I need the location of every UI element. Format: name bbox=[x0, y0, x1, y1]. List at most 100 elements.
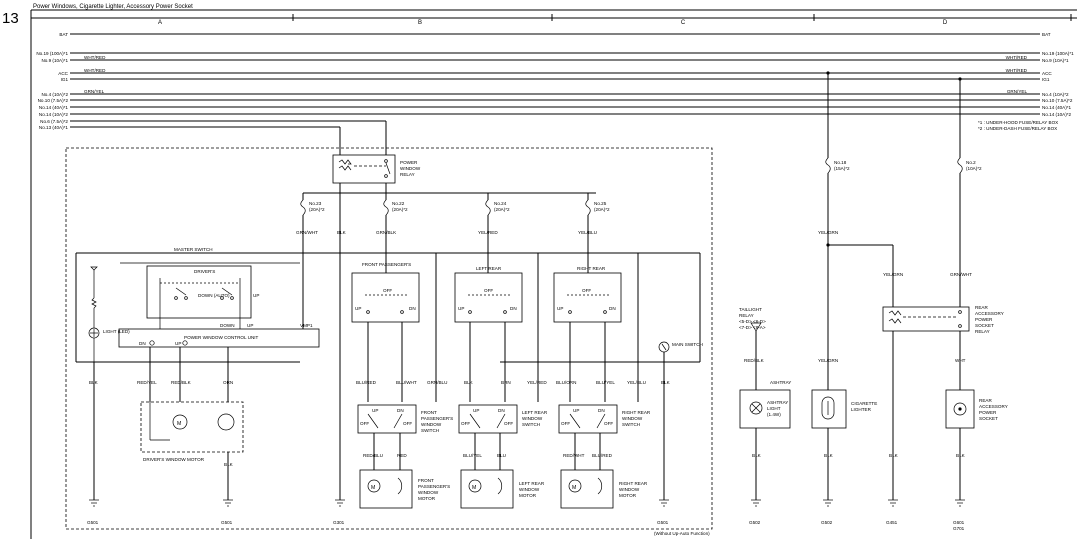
relay-label: RELAY bbox=[975, 329, 990, 334]
group-label: FRONT PASSENGER'S bbox=[362, 262, 411, 267]
wire-color-label: BLU/RED bbox=[356, 380, 377, 385]
dn-terminal: DN bbox=[139, 341, 146, 346]
bus-label: No.10 (7.5A)*2 bbox=[1042, 98, 1073, 103]
motor-symbol: M bbox=[472, 485, 476, 491]
wire-color-label: WHT/RED bbox=[1006, 55, 1028, 60]
motor-label: PASSENGER'S bbox=[418, 484, 450, 489]
switch-label: PASSENGER'S bbox=[421, 416, 453, 421]
bus-label: ACC bbox=[58, 71, 68, 76]
bus-wire-colors: WHT/RED WHT/RED GRN/YEL WHT/RED WHT/RED … bbox=[84, 55, 1028, 94]
column-label: A bbox=[158, 20, 162, 26]
ground-symbol: G601 G701 bbox=[953, 499, 965, 531]
front-passenger-window-motor: M FRONT PASSENGER'S WINDOW MOTOR bbox=[359, 469, 450, 509]
switch-label: SWITCH bbox=[522, 422, 540, 427]
bus-label: No.19 (100A)*1 bbox=[1042, 51, 1074, 56]
dn-label: DN bbox=[409, 306, 416, 311]
socket-label: ACCESSORY bbox=[979, 404, 1008, 409]
dn-label: DN bbox=[609, 306, 616, 311]
master-switch: MASTER SWITCH DRIVER'S DOWN (AUTO) UP DO… bbox=[75, 247, 701, 363]
ground-label: G701 bbox=[953, 526, 965, 531]
column-label: B bbox=[418, 20, 422, 26]
up-label: UP bbox=[473, 408, 479, 413]
switch-label: SWITCH bbox=[421, 428, 439, 433]
up-label: UP bbox=[573, 408, 579, 413]
wire-color-label: BLK bbox=[956, 453, 966, 458]
up-label: UP bbox=[458, 306, 464, 311]
rear-accessory-socket: REAR ACCESSORY POWER SOCKET bbox=[945, 389, 1008, 429]
motor-label: FRONT bbox=[418, 478, 434, 483]
ashtray-label: (1.4W) bbox=[767, 412, 781, 417]
front-passenger-window-switch: UP DN OFF OFF FRONT PASSENGER'S WINDOW S… bbox=[357, 404, 453, 434]
page-number: 13 bbox=[2, 10, 19, 27]
wire-color-label: BLK bbox=[224, 462, 234, 467]
up-label: UP bbox=[355, 306, 361, 311]
switch-label: WINDOW bbox=[421, 422, 442, 427]
motor-label: MOTOR bbox=[418, 496, 436, 501]
taillight-label: <5-D> <6-D> bbox=[739, 319, 766, 324]
group-label: RIGHT REAR bbox=[577, 266, 606, 271]
switch-group-front-passenger: FRONT PASSENGER'S OFF UP DN bbox=[351, 262, 420, 323]
wire-color-label: RED/WHT bbox=[563, 453, 585, 458]
bus-label: No.4 (10A)*2 bbox=[1042, 92, 1069, 97]
wire-color-label: YEL/RED bbox=[527, 380, 547, 385]
up-terminal: UP bbox=[175, 341, 181, 346]
fuse-24: No.24 (20A)*2 bbox=[485, 193, 510, 225]
off-label: OFF bbox=[383, 288, 392, 293]
power-window-relay: POWER WINDOW RELAY bbox=[332, 154, 421, 184]
wire-color-label: WHT bbox=[955, 358, 966, 363]
power-window-system-enclosure bbox=[65, 147, 713, 530]
taillight-label: RELAY bbox=[739, 313, 754, 318]
wire-color-label: YEL/BLU bbox=[627, 380, 646, 385]
motor-label: WINDOW bbox=[519, 487, 540, 492]
off-label: OFF bbox=[360, 421, 369, 426]
left-rear-window-switch: UP DN OFF OFF LEFT REAR WINDOW SWITCH bbox=[458, 404, 548, 434]
off-label: OFF bbox=[582, 288, 591, 293]
fuse-rating: (20A)*2 bbox=[392, 207, 408, 212]
main-switch-label: MAIN SWITCH bbox=[672, 342, 703, 347]
wire-color-label: RED/BLK bbox=[171, 380, 192, 385]
switch-label: SWITCH bbox=[622, 422, 640, 427]
wire-color-label: GRN/BLK bbox=[376, 230, 397, 235]
wire-color-label: YEL/GRN bbox=[818, 230, 838, 235]
bus-label: BAT bbox=[1042, 32, 1051, 37]
dn-label: DN bbox=[598, 408, 605, 413]
wire-color-label: GRN/BLU bbox=[427, 380, 447, 385]
motor-label: MOTOR bbox=[619, 493, 637, 498]
wire-color-label: BLK bbox=[889, 453, 899, 458]
ground-symbol: G502 bbox=[749, 499, 761, 525]
ground-symbol: G501 bbox=[87, 499, 99, 525]
switch-label: WINDOW bbox=[622, 416, 643, 421]
bus-labels-right: BAT No.19 (100A)*1 No.9 (10A)*1 ACC IG1 … bbox=[1042, 32, 1074, 117]
relay-label: POWER bbox=[975, 317, 993, 322]
ground-label: G502 bbox=[749, 520, 761, 525]
wire-color-label: BLU/WHT bbox=[396, 380, 417, 385]
wire-color-label: WHT/RED bbox=[84, 55, 106, 60]
wire-color-label: BLU/ORN bbox=[556, 380, 576, 385]
right-rear-window-motor: M RIGHT REAR WINDOW MOTOR bbox=[560, 469, 648, 509]
fuse-rating: (15A)*2 bbox=[834, 166, 850, 171]
wire-color-label: RED/BLU bbox=[363, 453, 383, 458]
motor-label: WINDOW bbox=[418, 490, 439, 495]
motor-symbol: M bbox=[177, 421, 181, 427]
relay-label: WINDOW bbox=[400, 166, 421, 171]
wire-color-label: BLK bbox=[89, 380, 99, 385]
dn-label: DN bbox=[510, 306, 517, 311]
fuse-box-notes: *1 : UNDER-HOOD FUSE/RELAY BOX *2 : UNDE… bbox=[978, 120, 1058, 131]
ground-label: G301 bbox=[333, 520, 345, 525]
wire-color-label: GRN/YEL bbox=[1007, 89, 1028, 94]
column-label: D bbox=[943, 20, 948, 26]
control-unit-label: POWER WINDOW CONTROL UNIT bbox=[184, 335, 259, 340]
fuse-23: No.23 (20A)*2 bbox=[300, 193, 325, 225]
down-auto-label: DOWN (AUTO) bbox=[198, 293, 230, 298]
wire-color-label: BLU/YEL bbox=[463, 453, 482, 458]
wire-color-label: WHT/RED bbox=[1006, 68, 1028, 73]
vmp1-label: VMP1 bbox=[300, 323, 313, 328]
off-label: OFF bbox=[561, 421, 570, 426]
up-label: UP bbox=[372, 408, 378, 413]
bus-label: No.10 (7.5A)*2 bbox=[38, 98, 69, 103]
fuse-name: No.2 bbox=[966, 160, 976, 165]
socket-label: POWER bbox=[979, 410, 997, 415]
bus-label: No.19 (100A)*1 bbox=[36, 51, 68, 56]
grounds: G501 G501 G301 G501 G502 G502 G451 G601 bbox=[87, 499, 965, 531]
